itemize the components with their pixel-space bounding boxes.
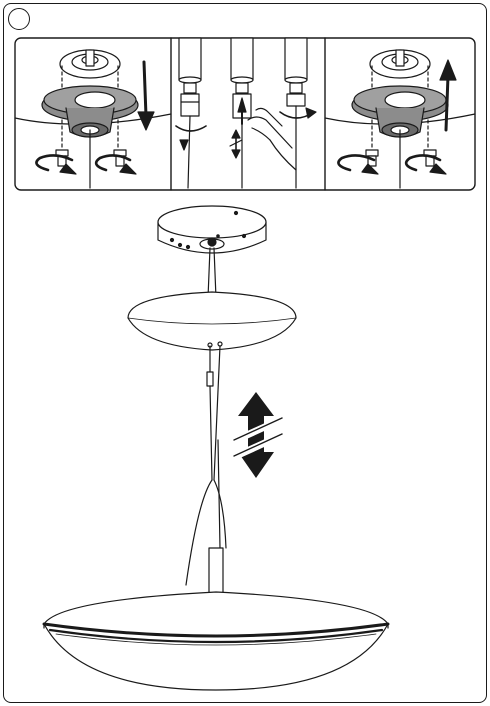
ceiling-canopy xyxy=(158,206,266,253)
double-arrow-icon xyxy=(234,392,282,478)
upper-shade xyxy=(128,292,296,350)
main-shade xyxy=(44,592,388,690)
lamp-stem xyxy=(209,548,223,594)
